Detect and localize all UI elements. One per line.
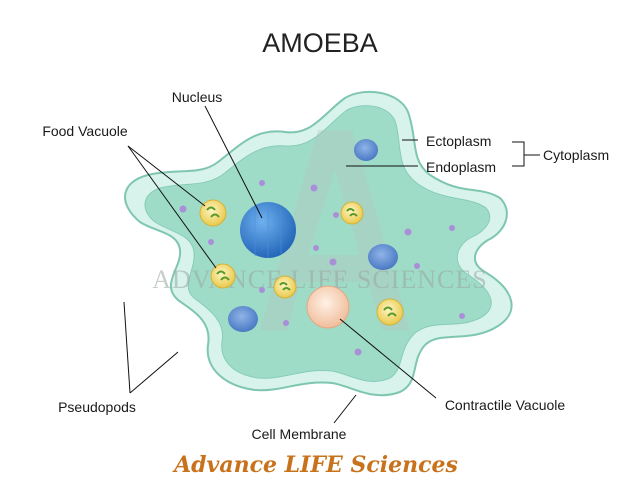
food-vacuole	[340, 201, 364, 225]
contractile-vacuole	[306, 285, 350, 329]
nucleus-leader	[204, 105, 263, 219]
food-vacuole	[210, 263, 236, 289]
blue-vacuole	[354, 139, 378, 161]
label-nucleus: Nucleus	[172, 89, 223, 105]
label-cell-membrane: Cell Membrane	[252, 426, 347, 442]
pseudopods-leader	[123, 301, 131, 394]
diagram-title: AMOEBA	[262, 28, 378, 58]
leader-lines	[123, 105, 540, 424]
cytoplasm-granules	[179, 180, 465, 356]
watermark-logo	[260, 130, 410, 330]
nucleus-texture	[254, 204, 282, 258]
label-cytoplasm: Cytoplasm	[543, 147, 609, 163]
food-vacuole	[376, 298, 404, 326]
food-vacuole	[273, 275, 297, 299]
pseudopods-leader	[129, 351, 179, 394]
cytoplasm-bracket	[512, 141, 540, 167]
label-pseudopods: Pseudopods	[58, 399, 136, 415]
blue-vacuole	[368, 244, 398, 270]
label-ectoplasm: Ectoplasm	[426, 133, 491, 149]
food-vacuole-leader	[127, 145, 217, 269]
food-vacuole	[199, 199, 227, 227]
food-vacuole-leader	[127, 145, 206, 207]
label-endoplasm: Endoplasm	[426, 159, 496, 175]
label-food-vacuole: Food Vacuole	[42, 123, 128, 139]
blue-vacuole	[228, 306, 258, 332]
contractile-vacuole-leader	[339, 318, 437, 399]
label-contractile-vacuole: Contractile Vacuole	[445, 397, 566, 413]
cell-membrane-leader	[333, 394, 357, 424]
brand-footer: Advance LIFE Sciences	[172, 452, 458, 478]
